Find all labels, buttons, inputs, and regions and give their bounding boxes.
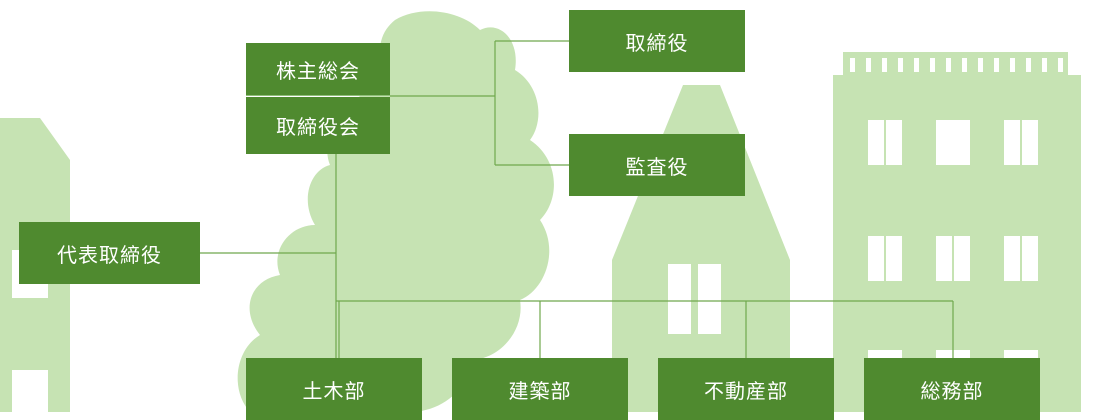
department-box-construction: 建築部 [452, 358, 628, 420]
representative-director-label: 代表取締役 [57, 242, 162, 267]
department-box-real-estate: 不動産部 [658, 358, 834, 420]
department-label: 建築部 [508, 378, 572, 403]
department-label: 土木部 [302, 378, 366, 403]
department-box-general-affairs: 総務部 [864, 358, 1040, 420]
department-label: 不動産部 [704, 378, 788, 403]
board-of-directors-box: 取締役会 [246, 97, 390, 154]
auditor-label: 監査役 [625, 154, 689, 179]
department-label: 総務部 [920, 378, 984, 403]
shareholders-meeting-box: 株主総会 [246, 43, 390, 96]
board-of-directors-label: 取締役会 [276, 115, 360, 139]
auditor-box: 監査役 [569, 134, 745, 196]
director-box: 取締役 [569, 10, 745, 72]
director-label: 取締役 [625, 30, 689, 55]
shareholders-meeting-label: 株主総会 [276, 58, 360, 83]
department-box-civil-engineering: 土木部 [246, 358, 422, 420]
representative-director-box: 代表取締役 [19, 222, 200, 284]
